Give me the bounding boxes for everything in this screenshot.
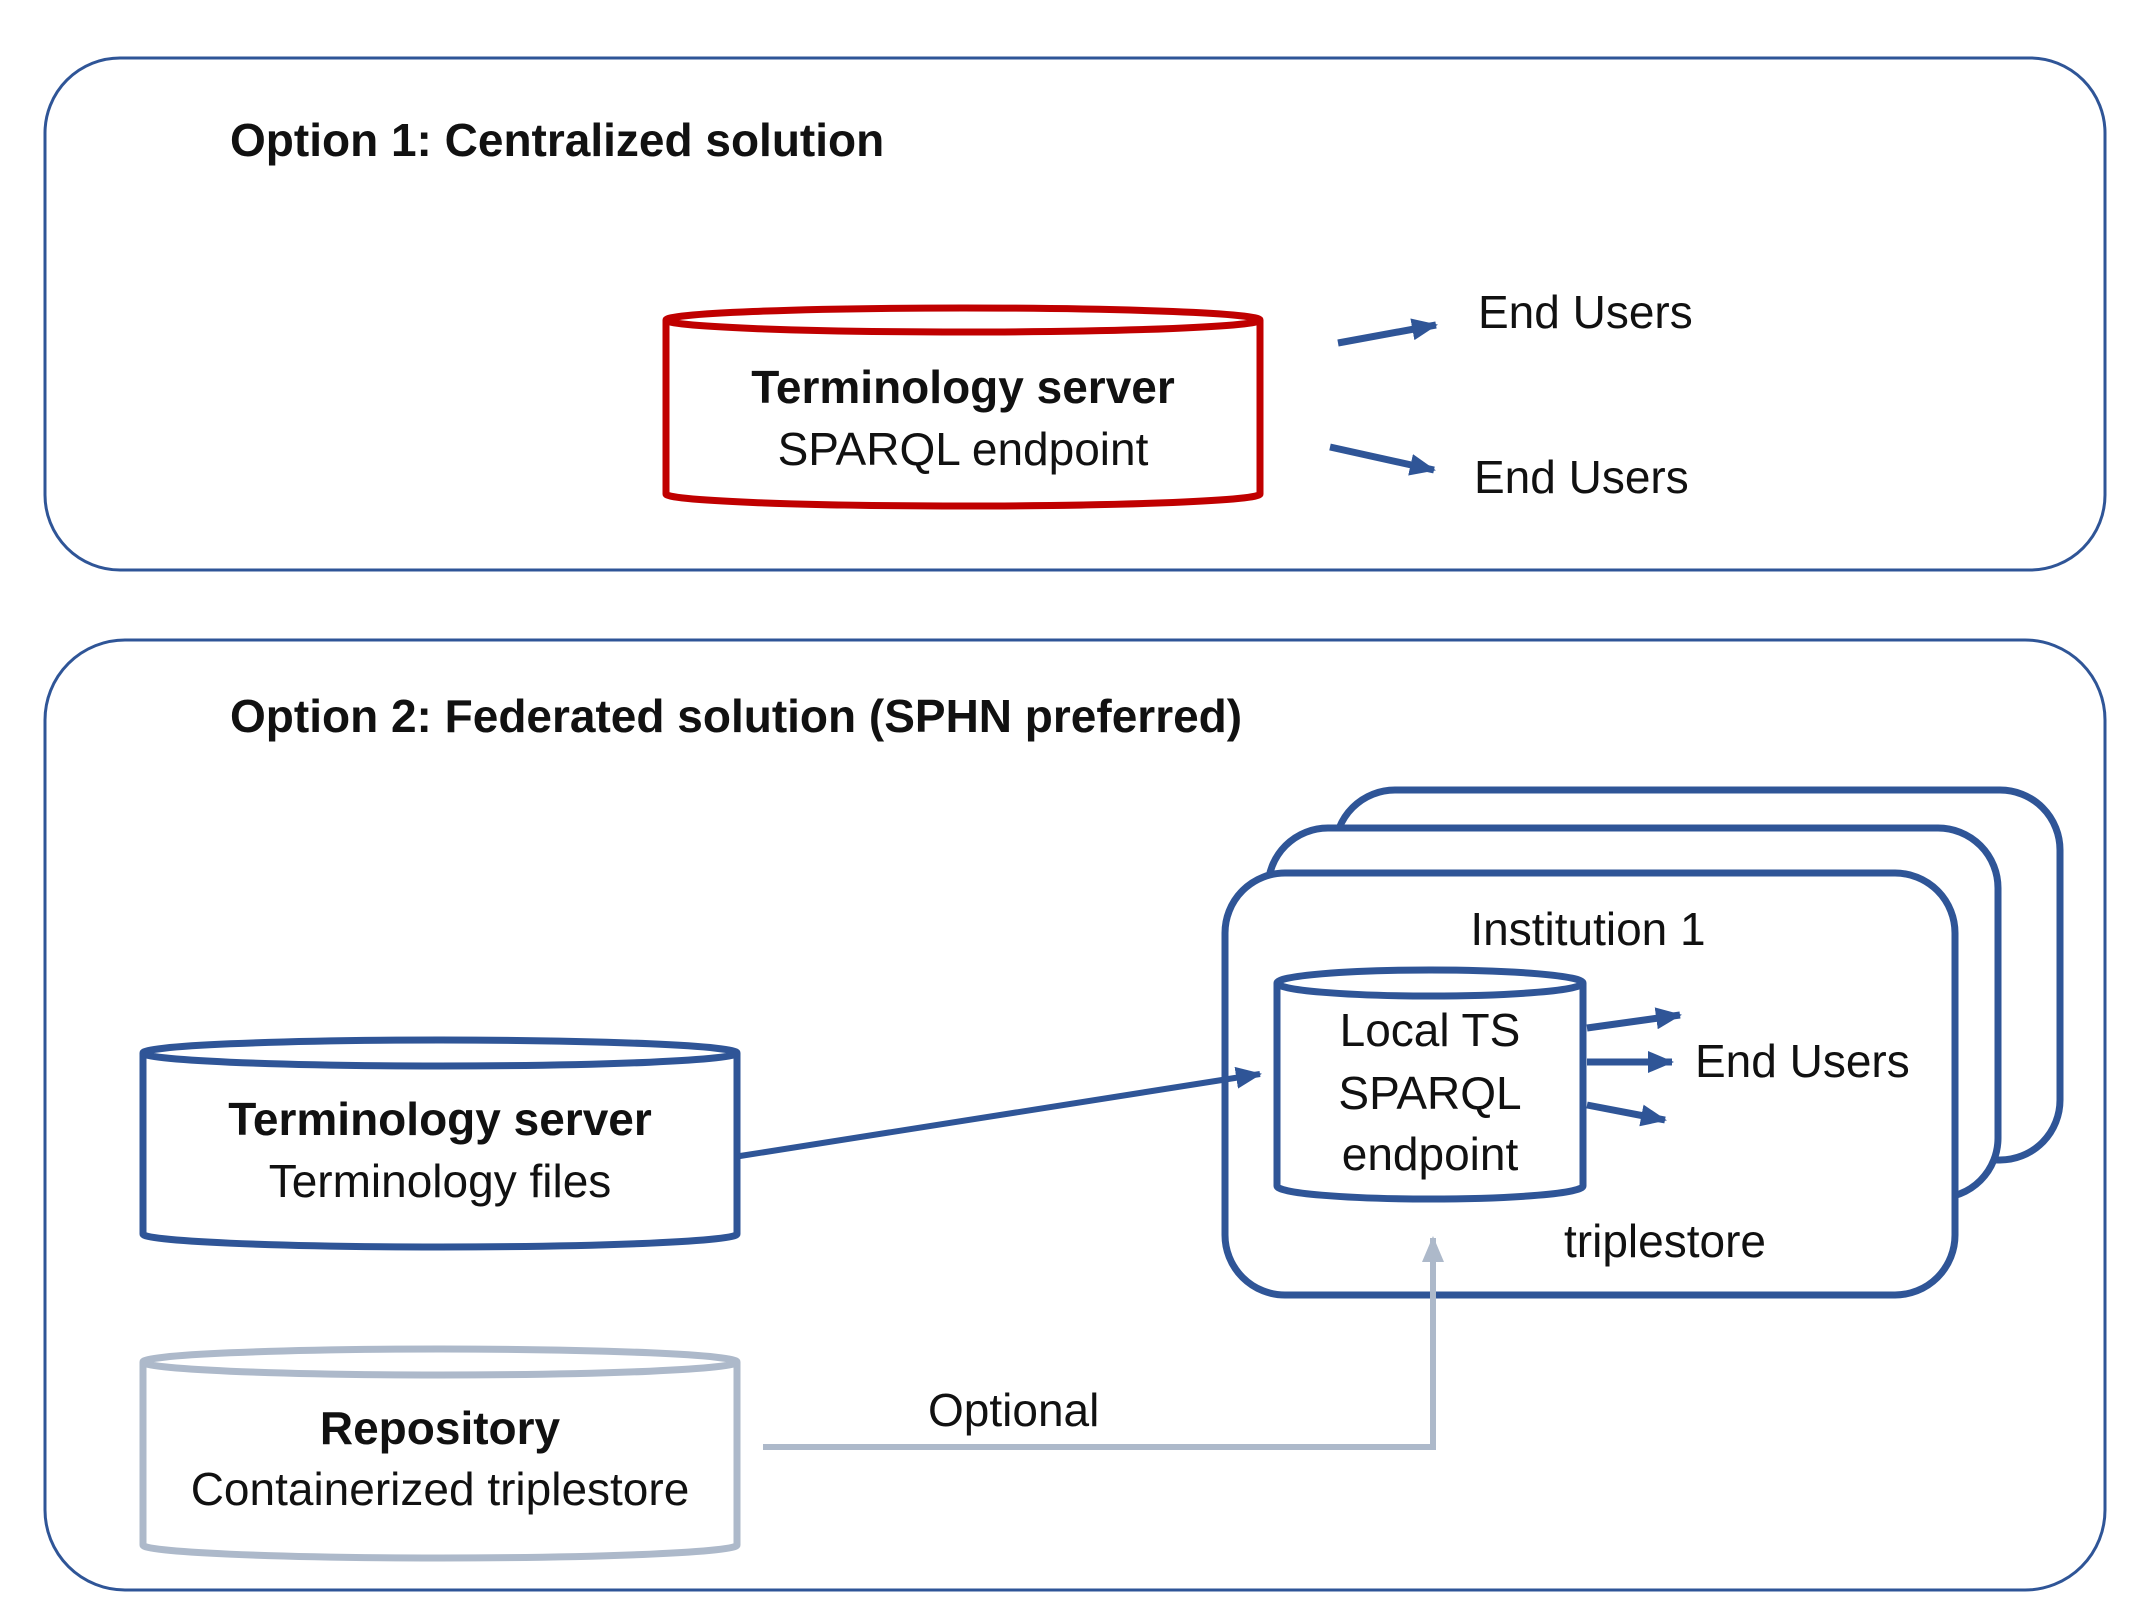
local-end-users: End Users: [1695, 1035, 1910, 1087]
option2-frame: [43, 638, 2107, 1592]
central-arrow-2: [1329, 443, 1436, 476]
server-to-local-arrow: [739, 1066, 1262, 1159]
central-server-title: Terminology server: [751, 361, 1175, 413]
central-end-users-2: End Users: [1474, 451, 1689, 503]
central-terminology-server: Terminology server SPARQL endpoint: [662, 304, 1264, 510]
local-ts-cylinder: Local TS SPARQL endpoint: [1273, 966, 1587, 1203]
local-ts-line-3: endpoint: [1342, 1128, 1519, 1180]
federated-server-title: Terminology server: [228, 1093, 652, 1145]
option1-title: Option 1: Centralized solution: [230, 114, 884, 166]
central-end-users-1: End Users: [1478, 286, 1693, 338]
optional-label: Optional: [928, 1384, 1099, 1436]
local-ts-line-2: SPARQL: [1338, 1067, 1521, 1119]
local-arrow-1: [1586, 1007, 1682, 1032]
institution-1-label: Institution 1: [1470, 903, 1705, 955]
local-ts-line-1: Local TS: [1340, 1004, 1521, 1056]
repository-cylinder: Repository Containerized triplestore: [139, 1345, 741, 1562]
local-arrow-3: [1586, 1101, 1667, 1127]
triplestore-label: triplestore: [1564, 1215, 1766, 1267]
option2-title: Option 2: Federated solution (SPHN prefe…: [230, 690, 1242, 742]
federated-terminology-server: Terminology server Terminology files: [139, 1036, 741, 1251]
federated-server-subtitle: Terminology files: [269, 1155, 612, 1207]
repository-subtitle: Containerized triplestore: [191, 1463, 690, 1515]
central-arrow-1: [1337, 318, 1438, 347]
option1-frame: [43, 56, 2107, 572]
optional-connector: [763, 1236, 1444, 1450]
central-server-subtitle: SPARQL endpoint: [778, 423, 1149, 475]
repository-title: Repository: [320, 1402, 561, 1454]
